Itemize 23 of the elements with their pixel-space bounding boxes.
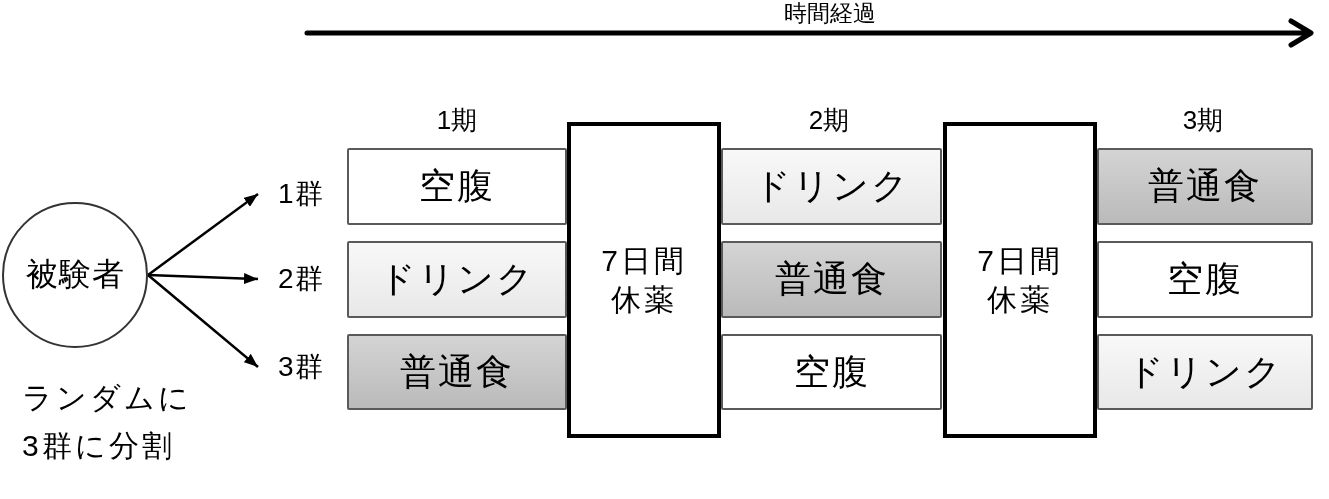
treatment-box: 普通食	[1097, 148, 1313, 225]
treatment-box: ドリンク	[1097, 334, 1313, 410]
group-label: 1群	[258, 176, 346, 212]
arrow	[147, 273, 259, 285]
circle-node: 被験者	[2, 202, 148, 348]
treatment-box: 普通食	[347, 334, 567, 410]
treatment-box: 空腹	[721, 334, 942, 410]
time-label: 時間経過	[783, 0, 877, 27]
period-label: 1期	[435, 103, 479, 137]
group-label: 3群	[258, 349, 346, 385]
caption-text: ランダムに3群に分割	[22, 380, 193, 464]
treatment-box: 空腹	[1097, 241, 1313, 318]
period-label: 3期	[1181, 103, 1225, 137]
washout-box: 7日間休薬	[943, 122, 1097, 438]
treatment-box: ドリンク	[721, 148, 942, 225]
treatment-box: ドリンク	[347, 241, 567, 318]
group-label: 2群	[258, 261, 346, 297]
arrow	[147, 193, 259, 276]
arrow	[147, 274, 259, 368]
washout-box: 7日間休薬	[567, 122, 721, 438]
treatment-box: 普通食	[721, 241, 942, 318]
period-label: 2期	[807, 103, 851, 137]
treatment-box: 空腹	[347, 148, 567, 225]
